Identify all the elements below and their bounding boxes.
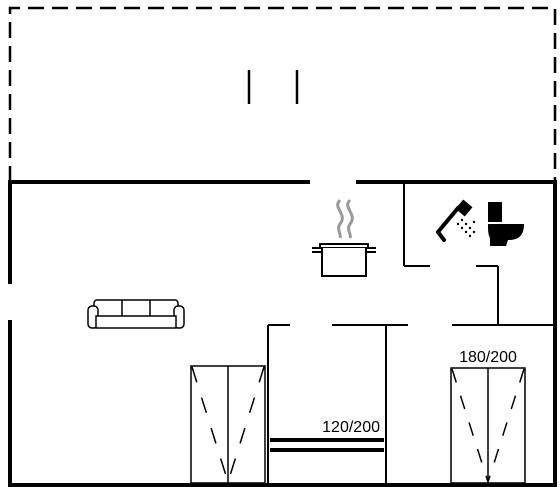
sofa-icon bbox=[87, 299, 185, 329]
bed-large-label: 180/200 bbox=[459, 349, 517, 366]
terrace-area bbox=[8, 6, 557, 182]
toilet-icon bbox=[488, 202, 524, 246]
shower-icon bbox=[436, 199, 476, 242]
exterior-walls bbox=[8, 180, 557, 487]
wardrobe-icon bbox=[190, 365, 266, 484]
bed-small-label: 120/200 bbox=[322, 419, 380, 436]
bed-small: 120/200 bbox=[270, 419, 384, 452]
wardrobe-icon: 180/200 bbox=[450, 349, 526, 484]
cooking-pot-icon bbox=[312, 198, 376, 277]
interior-walls bbox=[267, 184, 553, 483]
